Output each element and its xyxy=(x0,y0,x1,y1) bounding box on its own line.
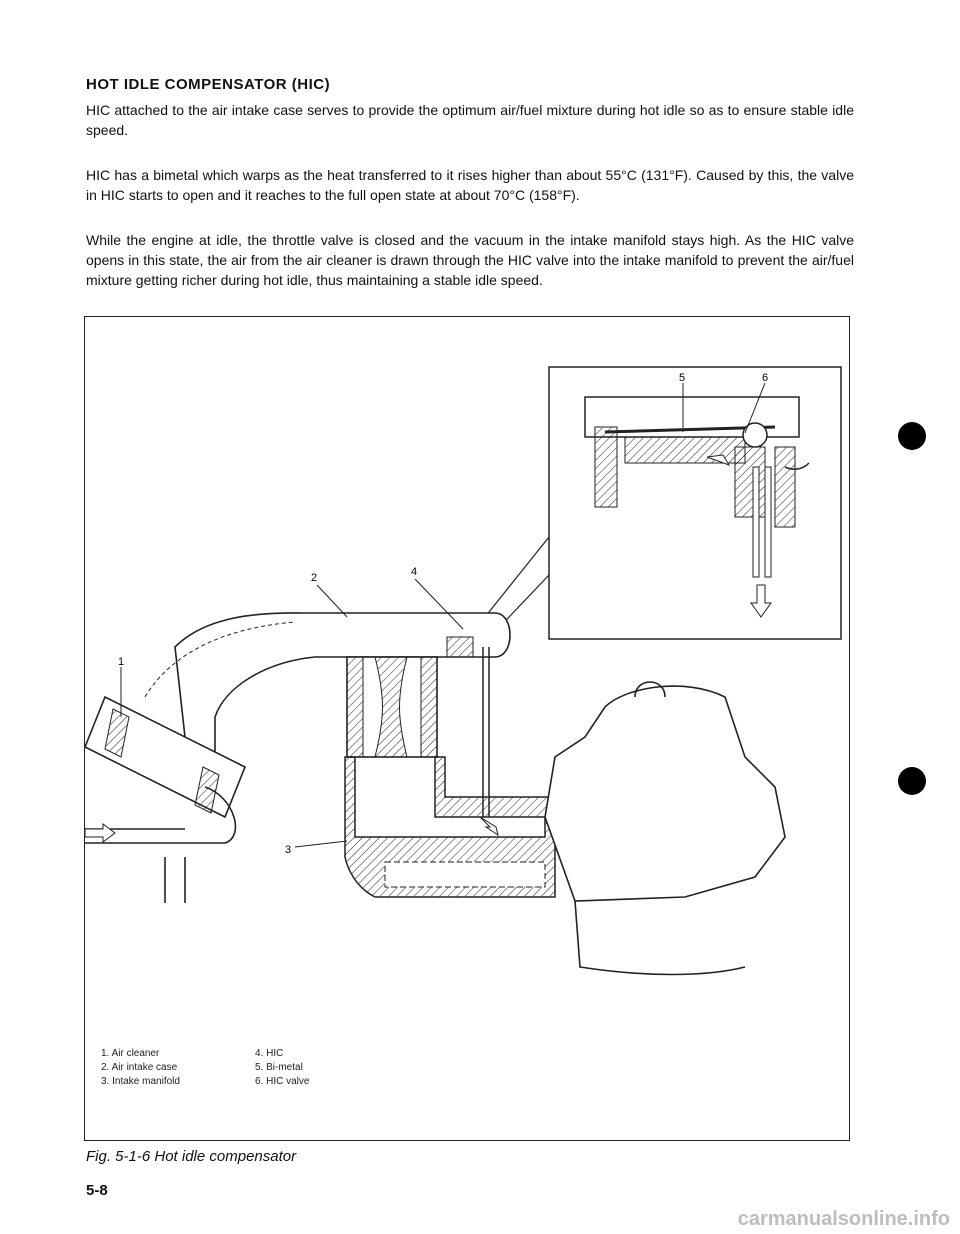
hic-diagram: 5 6 1 2 xyxy=(85,366,842,976)
margin-dot-bottom xyxy=(898,767,926,795)
callout-4: 4 xyxy=(411,566,417,578)
page-number: 5-8 xyxy=(86,1182,108,1199)
callout-3: 3 xyxy=(285,844,291,856)
paragraph-2: HIC has a bimetal which warps as the hea… xyxy=(86,167,854,203)
callout-1: 1 xyxy=(118,656,124,668)
carburetor-body: 2 4 xyxy=(311,566,490,817)
paragraph-1: HIC attached to the air intake case serv… xyxy=(86,102,854,138)
legend-item: 5. Bi-metal xyxy=(255,1062,303,1073)
figure-legend-left: 1. Air cleaner 2. Air intake case 3. Int… xyxy=(101,1047,180,1089)
legend-item: 3. Intake manifold xyxy=(101,1076,180,1087)
watermark: carmanualsonline.info xyxy=(737,1208,950,1230)
legend-item: 4. HIC xyxy=(255,1048,284,1059)
legend-item: 1. Air cleaner xyxy=(101,1048,160,1059)
legend-item: 6. HIC valve xyxy=(255,1076,310,1087)
figure-caption: Fig. 5-1-6 Hot idle compensator xyxy=(86,1148,297,1165)
paragraph-3: While the engine at idle, the throttle v… xyxy=(86,232,854,288)
section-heading: HOT IDLE COMPENSATOR (HIC) xyxy=(86,76,331,93)
figure-legend-right: 4. HIC 5. Bi-metal 6. HIC valve xyxy=(255,1047,309,1089)
callout-2: 2 xyxy=(311,572,317,584)
margin-dot-top xyxy=(898,422,926,450)
figure-frame: 5 6 1 2 xyxy=(84,316,850,1141)
callout-6: 6 xyxy=(762,372,768,384)
inset-detail: 5 6 xyxy=(484,366,842,640)
legend-item: 2. Air intake case xyxy=(101,1062,178,1073)
engine-outline xyxy=(544,681,786,976)
intake-manifold: 3 xyxy=(285,756,556,898)
callout-5: 5 xyxy=(679,372,685,384)
